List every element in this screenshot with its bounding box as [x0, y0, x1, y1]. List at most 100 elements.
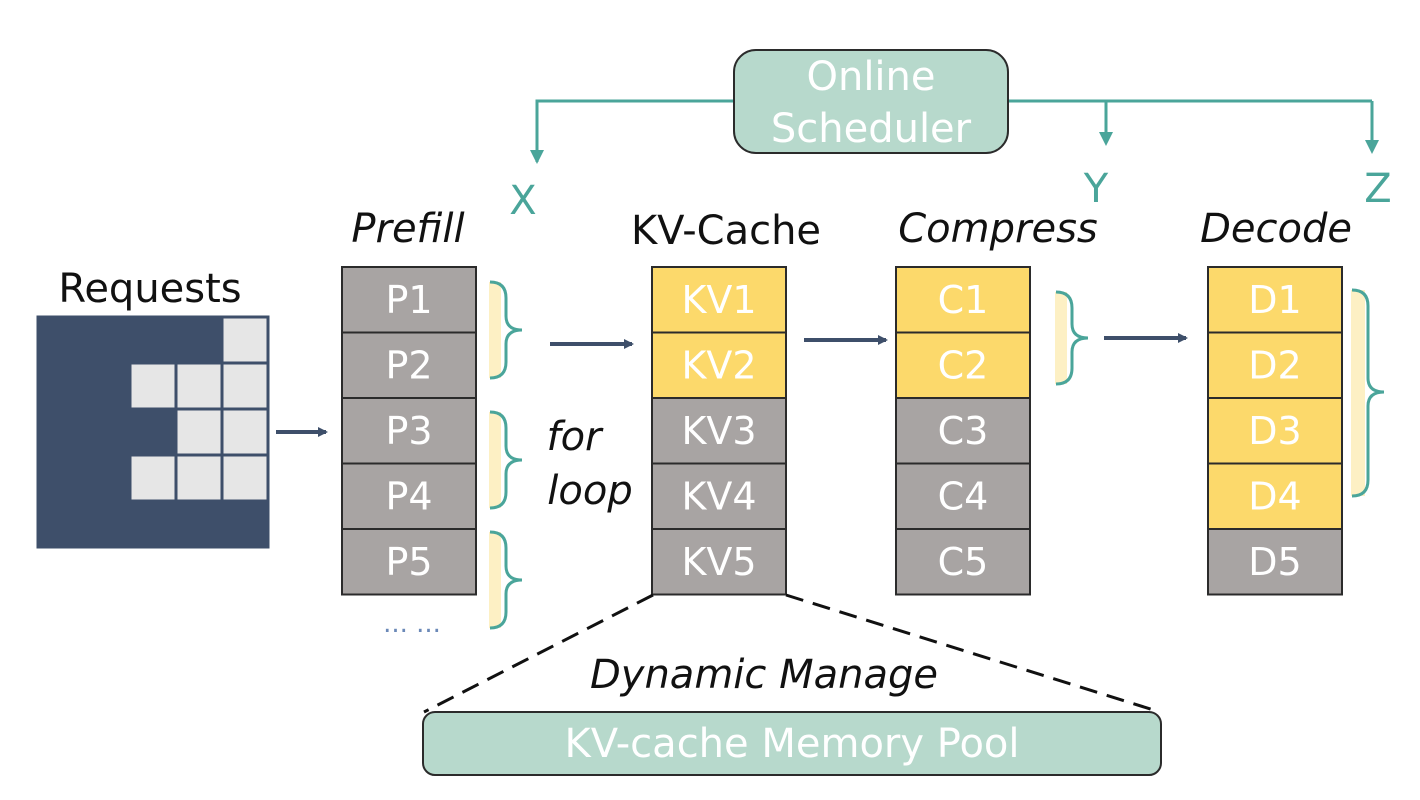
loop-label-line2: loop: [547, 468, 632, 514]
request-cell: [128, 499, 178, 549]
kvcache-cell-label: KV3: [681, 409, 756, 453]
prefill-cell-label: P2: [385, 343, 432, 387]
request-cell: [82, 361, 132, 411]
compress-cell-label: C3: [938, 409, 989, 453]
dashed-line-right: [785, 593, 1161, 714]
decode-cell-label: D3: [1248, 409, 1301, 453]
arrowhead-x: [530, 150, 544, 164]
decode-cell: [1207, 528, 1343, 596]
decode-cell-label: D4: [1248, 474, 1301, 518]
scheduler-label-line1: Online: [806, 54, 935, 100]
compress-cell-label: C2: [938, 343, 989, 387]
compress-cell: [895, 462, 1031, 530]
request-cell: [174, 315, 224, 365]
request-cell: [128, 315, 178, 365]
prefill-cell: [341, 266, 477, 334]
request-cell: [174, 499, 224, 549]
scheduler-arrowheads: [530, 132, 1379, 164]
kvcache-cell: [651, 397, 787, 465]
kvcache-cell-label: KV5: [681, 540, 756, 584]
arrowhead-y: [1099, 132, 1113, 146]
prefill-cell: [341, 528, 477, 596]
request-cell: [220, 315, 270, 365]
kvcache-cell-label: KV4: [681, 474, 756, 518]
prefill-brace-3: [489, 530, 523, 630]
target-y: Y: [1083, 166, 1109, 212]
kvcache-cell: [651, 528, 787, 596]
decode-brace: [1351, 288, 1385, 498]
braces: [489, 280, 1385, 630]
prefill-ellipsis: ... ...: [383, 609, 441, 639]
decode-cell-label: D2: [1248, 343, 1301, 387]
compress-cell: [895, 397, 1031, 465]
requests-title: Requests: [58, 266, 241, 312]
request-cell: [82, 315, 132, 365]
request-cell: [220, 499, 270, 549]
scheduler-line-x: [535, 99, 734, 162]
dynamic-manage-lines: [423, 593, 1161, 714]
compress-cell-label: C4: [938, 474, 989, 518]
compress-cell-label: C5: [938, 540, 989, 584]
memory-pool-box: [422, 711, 1162, 776]
request-cell: [82, 407, 132, 457]
request-cell: [128, 453, 178, 503]
decode-cell: [1207, 462, 1343, 530]
online-scheduler-box: [733, 49, 1009, 154]
scheduler-connectors: [535, 99, 1374, 162]
dynamic-manage-label: Dynamic Manage: [590, 652, 938, 698]
request-cell: [174, 361, 224, 411]
kvcache-cell-label: KV1: [681, 278, 756, 322]
request-cell: [36, 361, 86, 411]
prefill-brace-1: [489, 280, 523, 380]
flow-arrows: [276, 333, 1188, 437]
compress-cell: [895, 528, 1031, 596]
request-cell: [82, 453, 132, 503]
kvcache-cell: [651, 331, 787, 399]
target-x: X: [509, 178, 536, 224]
arrowhead-z: [1365, 140, 1379, 154]
decode-cell: [1207, 397, 1343, 465]
compress-cell-label: C1: [938, 278, 989, 322]
compress-brace: [1055, 290, 1089, 386]
request-cell: [128, 407, 178, 457]
kvcache-title: KV-Cache: [631, 208, 821, 254]
request-cell: [36, 453, 86, 503]
decode-title: Decode: [1200, 206, 1352, 252]
prefill-title: Prefill: [351, 206, 464, 252]
prefill-cell-label: P4: [385, 474, 432, 518]
request-cell: [220, 361, 270, 411]
target-z: Z: [1364, 166, 1391, 212]
kvcache-cell: [651, 462, 787, 530]
requests-grid: [36, 315, 270, 549]
prefill-cell-label: P3: [385, 409, 432, 453]
request-cell: [36, 499, 86, 549]
compress-title: Compress: [898, 206, 1098, 252]
request-cell: [82, 499, 132, 549]
scheduler-label-line2: Scheduler: [771, 106, 972, 152]
request-cell: [174, 453, 224, 503]
memory-pool-label: KV-cache Memory Pool: [565, 721, 1020, 767]
prefill-cell-label: P1: [385, 278, 432, 322]
decode-cell-label: D1: [1248, 278, 1301, 322]
decode-cell-label: D5: [1248, 540, 1301, 584]
request-cell: [174, 407, 224, 457]
kvcache-cell-label: KV2: [681, 343, 756, 387]
dashed-line-left: [423, 593, 654, 714]
loop-label-line1: for: [547, 414, 605, 460]
request-cell: [128, 361, 178, 411]
prefill-cell-label: P5: [385, 540, 432, 584]
request-cell: [220, 407, 270, 457]
request-cell: [36, 407, 86, 457]
prefill-cell: [341, 397, 477, 465]
decode-cell: [1207, 266, 1343, 334]
prefill-brace-2: [489, 410, 523, 510]
decode-cell: [1207, 331, 1343, 399]
request-cell: [220, 453, 270, 503]
compress-cell: [895, 266, 1031, 334]
request-cell: [36, 315, 86, 365]
